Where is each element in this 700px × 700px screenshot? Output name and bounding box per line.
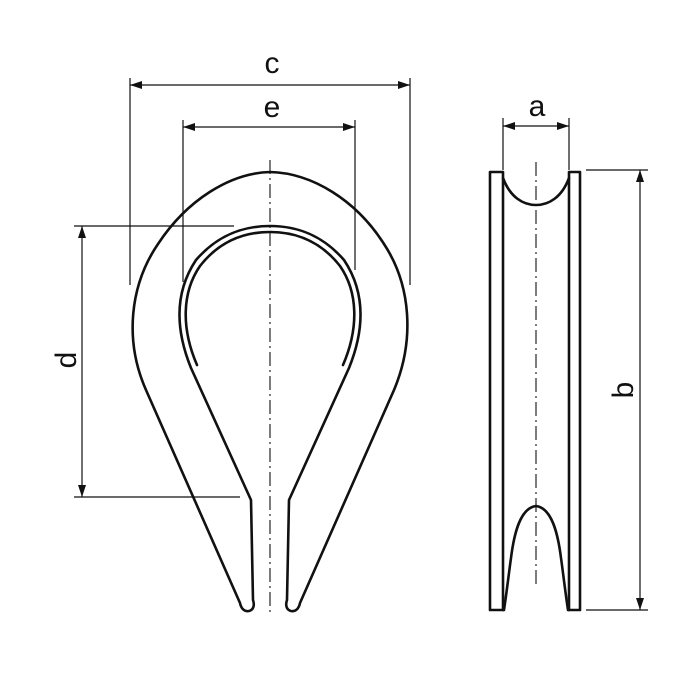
side-view: a b: [488, 90, 648, 612]
label-e: e: [264, 91, 281, 124]
label-a: a: [529, 90, 546, 123]
label-c: c: [265, 47, 280, 80]
label-d: d: [50, 352, 83, 369]
label-b: b: [607, 382, 640, 399]
thimble-outer-contour: [131, 170, 409, 613]
front-view: c e d: [50, 47, 411, 613]
